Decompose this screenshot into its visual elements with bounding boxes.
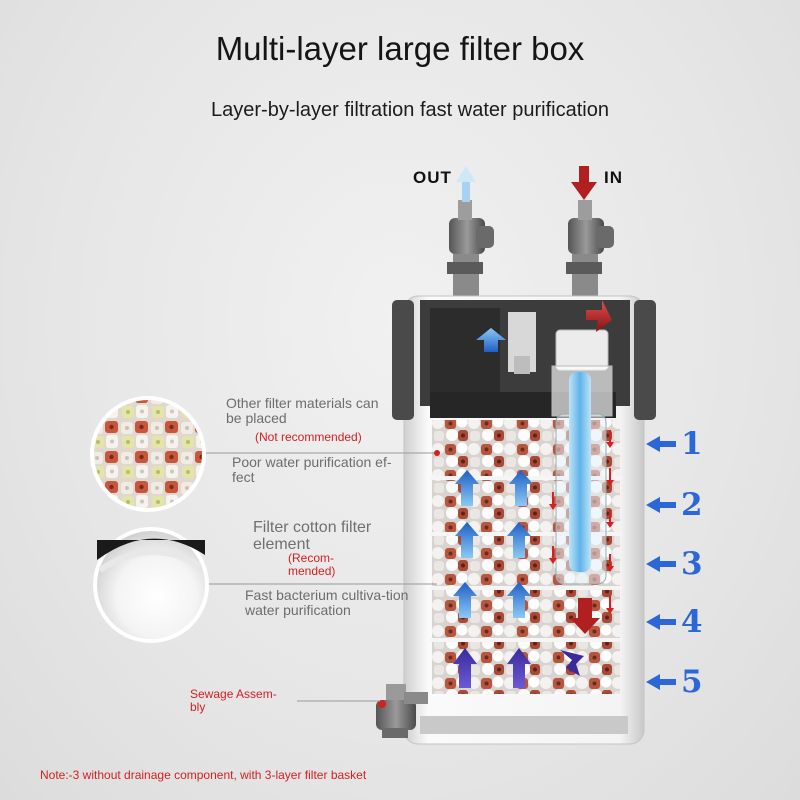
footnote: Note:-3 without drainage component, with… (40, 768, 367, 782)
layer-number-1: 1 (681, 426, 703, 462)
out-valve (447, 200, 494, 300)
out-arrow-icon (456, 166, 476, 202)
poor-purification-label: Poor water purification ef-fect (232, 454, 392, 485)
layer-number-5: 5 (681, 664, 703, 700)
fast-bacterium-label: Fast bacterium cultiva-tion water purifi… (245, 587, 409, 618)
ceramic-rings-circle (90, 396, 206, 512)
recommended-label: (Recom-mended) (288, 551, 336, 578)
downflow-arrows (549, 430, 614, 614)
upflow-arrows (453, 328, 533, 618)
page-subtitle: Layer-by-layer filtration fast water pur… (211, 99, 609, 121)
sewage-assembly (376, 684, 428, 738)
cotton-element-label: Filter cotton filter element (253, 519, 372, 553)
callout-lines (205, 452, 437, 702)
downflow-big-arrow-icon (570, 598, 600, 634)
layer-arrows (646, 436, 676, 690)
layer-number-3: 3 (681, 546, 703, 582)
filter-cotton-circle (93, 527, 209, 643)
callout-dot-1 (434, 450, 440, 456)
page-title: Multi-layer large filter box (215, 30, 585, 67)
upflow-arrows-bottom (453, 648, 584, 688)
inflow-arrow-icon (586, 300, 612, 332)
other-materials-label: Other filter materials can be placed (226, 395, 379, 426)
inlet-tube (551, 329, 613, 585)
in-valve (566, 200, 614, 300)
in-arrow-icon (571, 166, 597, 200)
layer-number-2: 2 (681, 487, 703, 523)
out-label: OUT (413, 168, 452, 187)
layer-number-4: 4 (681, 604, 703, 640)
sewage-assembly-label: Sewage Assem-bly (190, 687, 277, 714)
in-label: IN (604, 168, 623, 187)
not-recommended-label: (Not recommended) (255, 430, 362, 444)
